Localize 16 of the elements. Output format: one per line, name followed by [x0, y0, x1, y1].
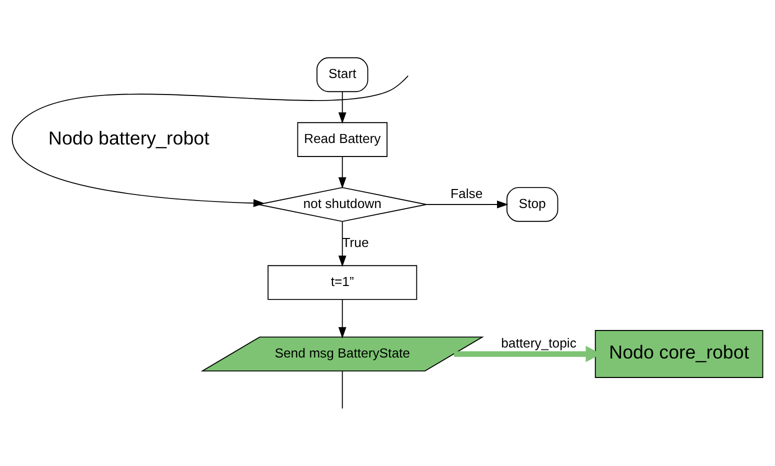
- node-box: Start: [316, 56, 368, 92]
- arrow: [12, 74, 409, 207]
- arrow: [426, 200, 508, 208]
- arrow: [338, 298, 346, 338]
- edge-label: battery_topic: [501, 335, 576, 350]
- node-box: Read Battery: [297, 122, 388, 156]
- connector: [342, 370, 343, 408]
- edge-label: False: [450, 186, 483, 201]
- node-box: t=1”: [268, 264, 418, 300]
- arrow: [338, 90, 346, 124]
- label: Nodo battery_robot: [48, 126, 210, 148]
- node-diamond: not shutdown: [258, 186, 427, 222]
- node-box: Nodo core_robot: [594, 330, 764, 378]
- arrow: [338, 220, 346, 266]
- arrow: [338, 156, 346, 188]
- node-box: Stop: [506, 186, 558, 222]
